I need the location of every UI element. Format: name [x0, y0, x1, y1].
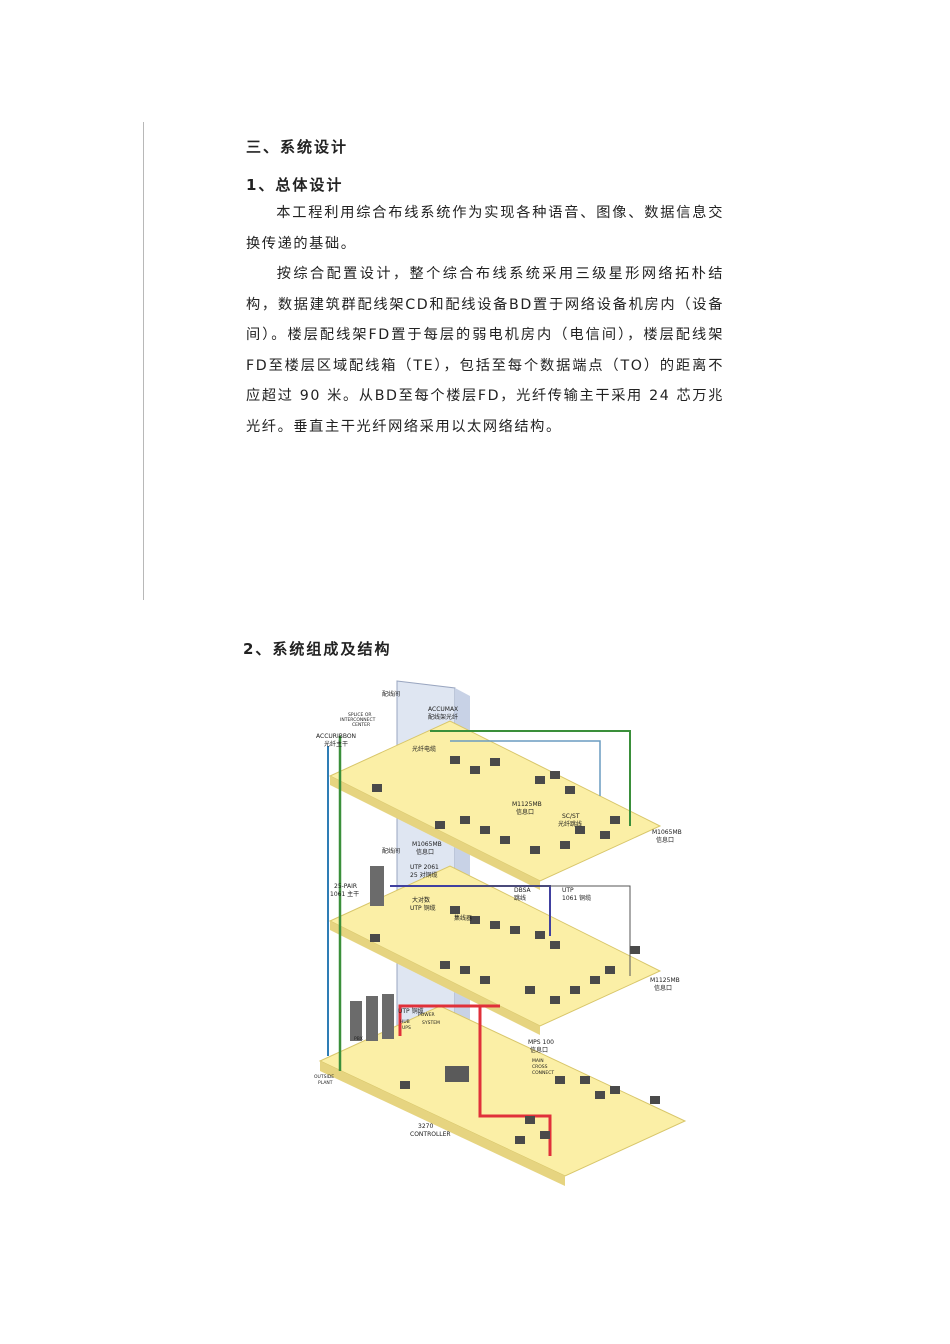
top-blue-run [450, 740, 601, 796]
label-jumper: 跳线 [514, 894, 526, 902]
label-m1065mb-a: M1065MB [652, 829, 682, 836]
label-utp-copper-low: UTP 铜缆 [398, 1007, 424, 1015]
controller-3270-box [445, 1066, 469, 1082]
cabling-system-diagram: 配线间 SPLICE OR INTERCONNECT CENTER ACCURI… [300, 676, 700, 1196]
label-m1125mb-b: M1125MB [650, 977, 680, 984]
rack-floor-2 [370, 866, 384, 906]
label-big-pair: 大对数 [412, 896, 430, 904]
label-outlet-d: 信息口 [654, 984, 672, 992]
label-system: SYSTEM [422, 1020, 440, 1026]
top-fiber-run [430, 730, 631, 826]
label-3270: 3270 [418, 1123, 433, 1130]
floor-1-edge [320, 1061, 565, 1186]
label-hub-low: HUB [400, 1019, 410, 1025]
label-power: POWER [418, 1012, 435, 1018]
label-fiber-jumper: 光纤跳线 [558, 820, 582, 828]
paragraph-1-text: 本工程利用综合布线系统作为实现各种语音、图像、数据信息交换传递的基础。 [246, 205, 724, 252]
label-pair25: 25-PAIR [334, 883, 357, 890]
paragraph-2: 按综合配置设计，整个综合布线系统采用三级星形网络拓朴结构，数据建筑群配线架CD和… [246, 259, 724, 442]
label-interconnect: INTERCONNECT [340, 717, 376, 723]
paragraph-2-text: 按综合配置设计，整个综合布线系统采用三级星形网络拓朴结构，数据建筑群配线架CD和… [246, 266, 724, 435]
label-copper-1061: 1061 铜缆 [562, 894, 591, 902]
label-connect: CONNECT [532, 1070, 554, 1076]
label-fiber-cable: 光纤电缆 [412, 745, 436, 753]
label-outside: OUTSIDE [314, 1074, 334, 1080]
label-utp2061: UTP 2061 [410, 864, 439, 871]
label-accumax: ACCUMAX [428, 706, 458, 713]
label-outlet-b: 信息口 [656, 836, 674, 844]
section-title: 三、系统设计 [246, 138, 349, 156]
paragraph-1: 本工程利用综合布线系统作为实现各种语音、图像、数据信息交换传递的基础。 [246, 198, 724, 259]
rack-pbx-3 [382, 994, 394, 1039]
margin-rule [143, 122, 144, 600]
red-cable-2 [398, 1004, 500, 1036]
label-controller: CONTROLLER [410, 1131, 451, 1138]
rack-pbx-2 [366, 996, 378, 1041]
label-pbx: PBX [354, 1036, 363, 1042]
label-m1065mb-b: M1065MB [412, 841, 442, 848]
label-trunk1061: 1061 主干 [330, 890, 359, 898]
label-dbsa: DBSA [514, 887, 532, 894]
label-hub: 集线器 [454, 914, 472, 922]
label-utp-copper: UTP 铜缆 [410, 904, 436, 912]
floor-3-edge [330, 776, 540, 890]
label-accuribbon: ACCURIBBON [316, 733, 356, 740]
label-m1125mb-a: M1125MB [512, 801, 542, 808]
label-wiring-room-top: 配线间 [382, 690, 400, 698]
label-utp1061: UTP [562, 887, 574, 894]
label-outlet-a: 信息口 [516, 808, 534, 816]
label-fiber-trunk: 光纤主干 [324, 740, 348, 748]
cabling-diagram-svg: 配线间 SPLICE OR INTERCONNECT CENTER ACCURI… [314, 680, 687, 1186]
label-plant: PLANT [318, 1080, 333, 1086]
label-splice: SPLICE OR [348, 712, 372, 718]
label-scst: SC/ST [562, 813, 580, 820]
label-mps100: MPS 100 [528, 1039, 554, 1046]
label-cross: CROSS [532, 1064, 548, 1070]
subsection-title-system-structure: 2、系统组成及结构 [243, 640, 392, 658]
label-center: CENTER [352, 722, 370, 728]
label-outlet-e: 信息口 [530, 1046, 548, 1054]
workstations [370, 756, 660, 1144]
label-main: MAIN [532, 1058, 544, 1064]
subsection-title-overall-design: 1、总体设计 [246, 176, 344, 194]
label-outlet-c: 信息口 [416, 848, 434, 856]
label-ups: UPS [402, 1025, 411, 1031]
label-wiring-room-mid: 配线间 [382, 847, 400, 855]
label-fiber-panel: 配线架光纤 [428, 713, 458, 721]
label-pair25-copper: 25 对铜缆 [410, 871, 438, 879]
rack-pbx [350, 1001, 362, 1041]
